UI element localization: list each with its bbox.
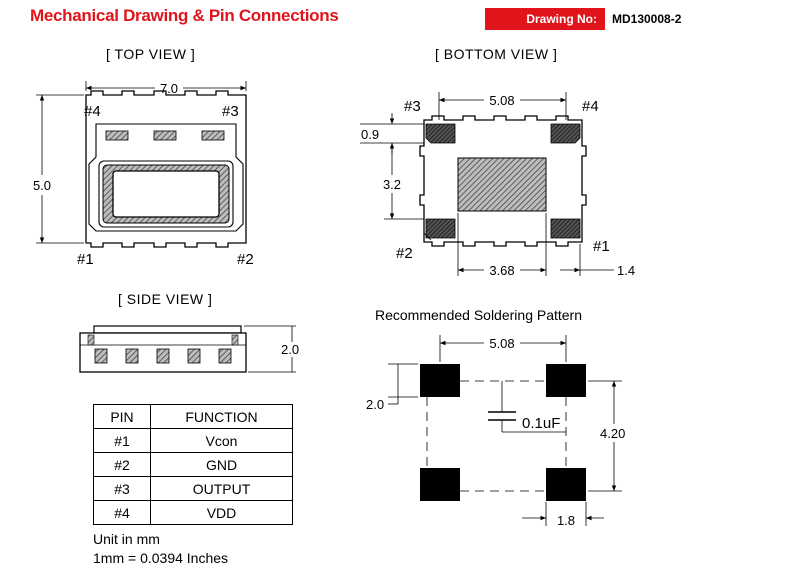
bottom-view-vertical-dimension: 3.2 [383, 177, 401, 192]
bottom-view-center-pad-dimension: 3.68 [489, 263, 514, 278]
side-view-height-dimension: 2.0 [281, 342, 299, 357]
page-title: Mechanical Drawing & Pin Connections [30, 6, 339, 25]
unit-conversion-note: 1mm = 0.0394 Inches [93, 550, 229, 566]
table-header-pin: PIN [93, 404, 151, 429]
solder-pitch-h-dimension: 5.08 [489, 336, 514, 351]
bottom-view-pad-2 [425, 218, 456, 239]
bottom-view-pad-3 [425, 123, 456, 144]
table-header-row: PIN FUNCTION [93, 404, 293, 429]
bottom-view-pin-label-3: #3 [404, 98, 421, 115]
solder-pad-width-dimension: 1.8 [557, 513, 575, 528]
table-row: #4 VDD [93, 500, 293, 525]
solder-pad-top-left [420, 364, 460, 397]
table-row: #1 Vcon [93, 428, 293, 453]
unit-note: Unit in mm [93, 531, 160, 547]
solder-pattern-title: Recommended Soldering Pattern [375, 307, 583, 323]
top-view-castellation [201, 130, 225, 141]
bottom-view-pad-height-dimension: 0.9 [361, 127, 379, 142]
drawing-number-label: Drawing No: [485, 8, 605, 30]
solder-pattern: 0.1uF 5.08 2.0 4.20 1.8 [366, 335, 625, 528]
bottom-view-pin-label-1: #1 [593, 238, 610, 255]
table-cell-function: Vcon [150, 428, 293, 453]
top-view-pin-label-3: #3 [222, 103, 239, 120]
bottom-view-pad-1 [550, 218, 581, 239]
drawing-number-value: MD130008-2 [612, 12, 682, 26]
table-cell-pin: #3 [93, 476, 151, 501]
side-view: 2.0 [79, 325, 299, 373]
top-view-pin-label-1: #1 [77, 251, 94, 268]
bottom-view-pin-label-2: #2 [396, 245, 413, 262]
bottom-view-pitch-dimension: 5.08 [489, 93, 514, 108]
bottom-view-pad-4 [550, 123, 581, 144]
table-cell-function: GND [150, 452, 293, 477]
top-view-lid-outline [88, 123, 244, 232]
solder-pad-height-dimension: 2.0 [366, 397, 384, 412]
top-view-width-dimension: 7.0 [160, 81, 178, 96]
solder-pad-top-right [546, 364, 586, 397]
solder-pitch-v-dimension: 4.20 [600, 426, 625, 441]
bottom-view-pin-label-4: #4 [582, 98, 599, 115]
bottom-view-center-pad [457, 157, 547, 212]
side-view-lid [93, 325, 242, 334]
top-view-height-dimension: 5.0 [33, 178, 51, 193]
table-cell-pin: #2 [93, 452, 151, 477]
capacitor-value-label: 0.1uF [522, 415, 560, 432]
top-view-pin-label-2: #2 [237, 251, 254, 268]
table-row: #2 GND [93, 452, 293, 477]
solder-pad-bottom-right [546, 468, 586, 501]
top-view-pin-label-4: #4 [84, 103, 101, 120]
top-view: 7.0 5.0 #4 #3 #1 #2 [33, 81, 254, 268]
table-header-function: FUNCTION [150, 404, 293, 429]
table-cell-function: OUTPUT [150, 476, 293, 501]
top-view-title: [ TOP VIEW ] [106, 46, 196, 62]
bottom-view: 5.08 0.9 3.2 3.68 1.4 #3 #4 #2 #1 [360, 92, 635, 278]
bottom-view-title: [ BOTTOM VIEW ] [435, 46, 558, 62]
side-view-title: [ SIDE VIEW ] [118, 291, 213, 307]
side-view-terminals [94, 348, 232, 364]
table-cell-function: VDD [150, 500, 293, 525]
top-view-castellation [153, 130, 177, 141]
solder-pad-bottom-left [420, 468, 460, 501]
bottom-view-pad-width-dimension: 1.4 [617, 263, 635, 278]
table-cell-pin: #4 [93, 500, 151, 525]
table-cell-pin: #1 [93, 428, 151, 453]
top-view-castellation [105, 130, 129, 141]
pin-function-table: PIN FUNCTION #1 Vcon #2 GND #3 OUTPUT #4… [93, 404, 293, 525]
top-view-cavity [112, 170, 220, 218]
table-row: #3 OUTPUT [93, 476, 293, 501]
